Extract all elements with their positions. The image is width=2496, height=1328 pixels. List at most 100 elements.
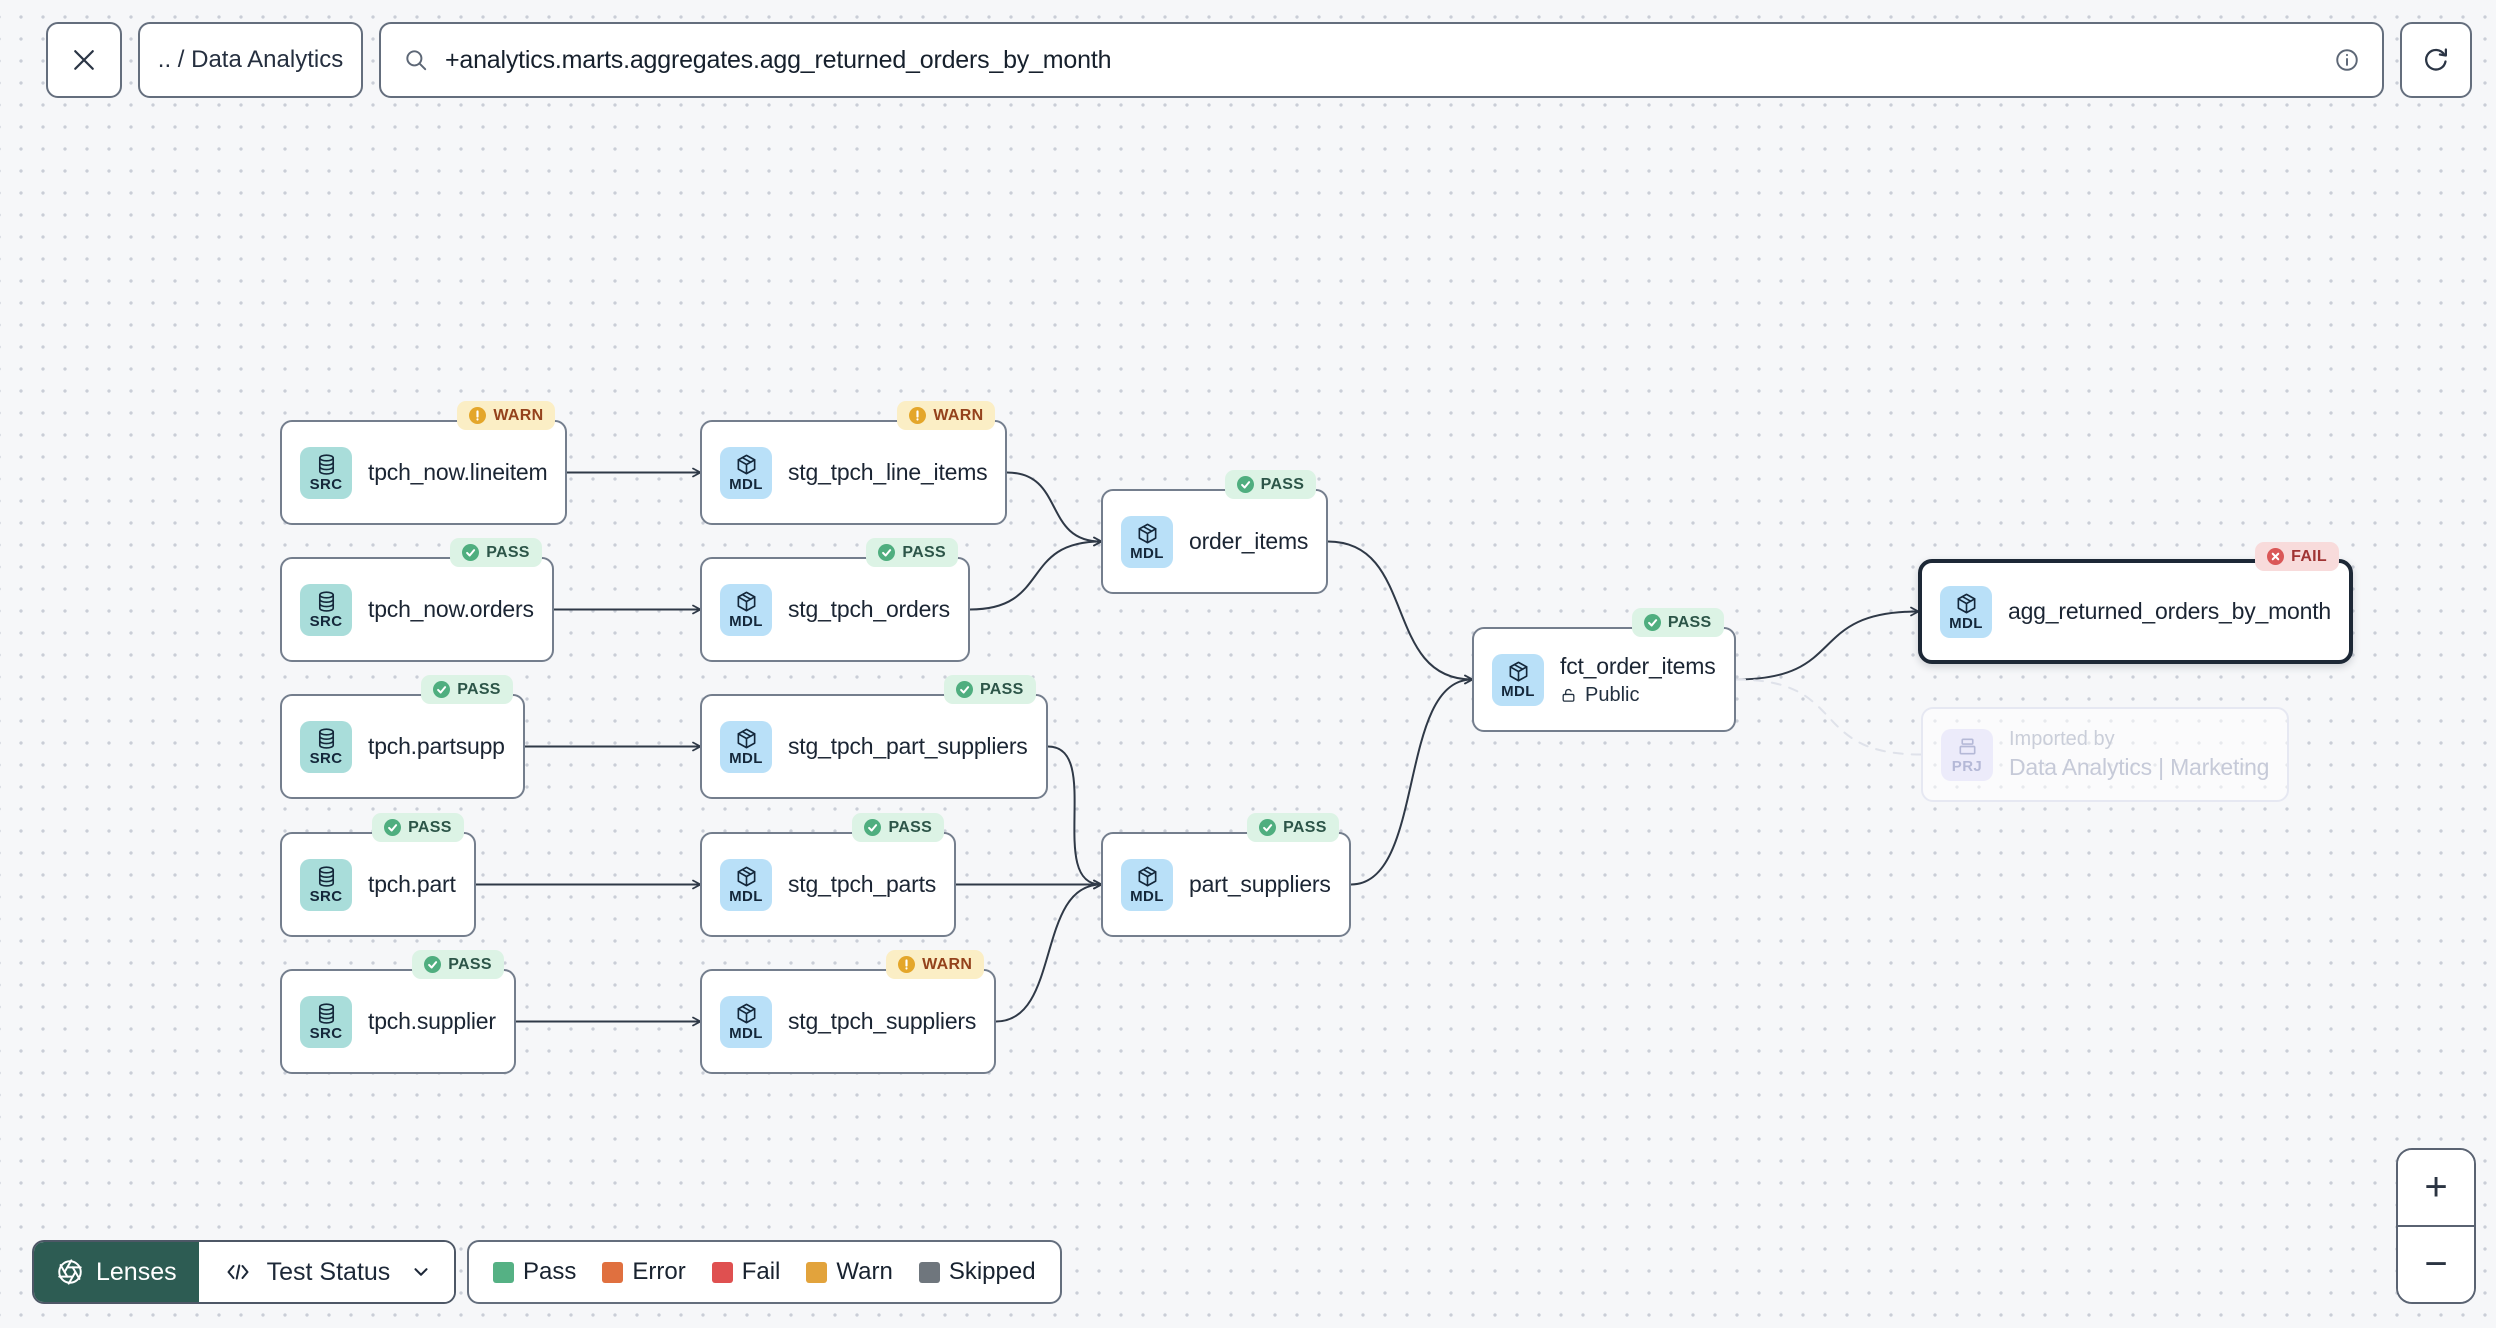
search-input[interactable] <box>445 45 2318 75</box>
node-kind-label: SRC <box>309 1025 343 1042</box>
lenses-button[interactable]: Lenses <box>34 1242 199 1302</box>
status-badge-pass: PASS <box>372 813 464 842</box>
legend-label: Warn <box>836 1258 893 1285</box>
database-icon <box>318 1003 334 1024</box>
status-badge-warn: WARN <box>886 950 985 979</box>
status-badge-label: WARN <box>922 955 973 973</box>
edge-fct_order_items-to-imported_by_project <box>1735 678 1922 756</box>
aperture-icon <box>58 1259 82 1285</box>
node-title: tpch.supplier <box>368 1008 496 1034</box>
refresh-icon <box>2425 48 2447 71</box>
close-button[interactable] <box>46 22 122 98</box>
node-title: tpch_now.lineitem <box>368 459 548 485</box>
node-kind-chip-mdl: MDL <box>1121 858 1173 911</box>
info-icon[interactable] <box>2334 47 2360 73</box>
edge-fct_order_items-to-agg_returned_orders_by_month <box>1735 606 1920 681</box>
edge-order_items-to-fct_order_items <box>1327 540 1474 685</box>
search-bar[interactable] <box>379 22 2384 98</box>
graph-node-order_items[interactable]: PASS MDL order_items <box>1101 470 1329 594</box>
status-badge-pass: PASS <box>412 950 504 979</box>
node-text: stg_tpch_orders <box>788 596 950 623</box>
node-kind-chip-mdl: MDL <box>720 583 772 636</box>
status-badge-label: PASS <box>1283 818 1327 836</box>
edge-part_suppliers-to-fct_order_items <box>1350 674 1474 886</box>
cube-icon <box>1138 866 1156 887</box>
legend-item-fail: Fail <box>711 1258 780 1286</box>
node-kind-label: MDL <box>729 1025 763 1042</box>
breadcrumb-label: .. / Data Analytics <box>157 46 344 73</box>
zoom-out-button[interactable]: − <box>2398 1227 2474 1302</box>
breadcrumb[interactable]: .. / Data Analytics <box>138 22 363 98</box>
node-title: stg_tpch_suppliers <box>788 1008 977 1034</box>
edge-stg_tpch_orders-to-order_items <box>969 536 1103 611</box>
node-title: stg_tpch_parts <box>788 871 937 897</box>
legend-label: Skipped <box>948 1258 1036 1285</box>
zoom-controls: + − <box>2396 1148 2476 1304</box>
graph-node-part_suppliers[interactable]: PASS MDL part_suppliers <box>1101 813 1351 937</box>
check-icon <box>462 544 480 561</box>
legend-color-swatch <box>806 1261 828 1283</box>
node-kind-chip-mdl: MDL <box>1940 585 1992 638</box>
refresh-button[interactable] <box>2400 22 2472 98</box>
status-badge-label: FAIL <box>2291 547 2328 565</box>
node-text: tpch.part <box>368 871 456 898</box>
search-icon <box>406 50 427 71</box>
node-kind-label: MDL <box>729 613 763 630</box>
graph-node-tpch_partsupp[interactable]: PASS SRC tpch.partsupp <box>280 675 525 799</box>
close-icon <box>74 50 94 70</box>
graph-node-stg_tpch_line_items[interactable]: WARN MDL stg_tpch_line_items <box>700 401 1008 525</box>
chevron-down-icon <box>414 1268 428 1276</box>
node-kind-chip-mdl: MDL <box>720 446 772 499</box>
check-icon <box>424 956 442 973</box>
lock-open-icon <box>1562 688 1575 702</box>
warning-icon <box>909 407 927 424</box>
node-kind-label: MDL <box>729 750 763 767</box>
node-text: order_items <box>1189 528 1308 555</box>
database-icon <box>318 866 334 887</box>
node-kind-chip-mdl: MDL <box>720 858 772 911</box>
status-badge-label: PASS <box>1260 475 1305 493</box>
node-kind-label: SRC <box>309 750 343 767</box>
zoom-in-button[interactable]: + <box>2398 1150 2474 1227</box>
database-icon <box>318 454 334 475</box>
status-badge-warn: WARN <box>897 401 996 430</box>
graph-node-tpch_supplier[interactable]: PASS SRC tpch.supplier <box>280 950 516 1074</box>
node-title: order_items <box>1189 528 1309 554</box>
lens-selector-dropdown[interactable]: Test Status <box>198 1242 455 1302</box>
graph-node-tpch_part[interactable]: PASS SRC tpch.part <box>280 813 476 937</box>
node-title: Data Analytics | Marketing <box>2009 754 2270 780</box>
warning-icon <box>898 956 916 973</box>
cube-icon <box>737 454 755 475</box>
graph-node-stg_tpch_suppliers[interactable]: WARN MDL stg_tpch_suppliers <box>700 950 997 1074</box>
node-text: tpch.partsupp <box>368 733 505 760</box>
node-kind-chip-mdl: MDL <box>1121 515 1173 568</box>
status-badge-pass: PASS <box>421 675 513 704</box>
database-icon <box>318 591 334 612</box>
node-text: part_suppliers <box>1189 871 1331 898</box>
node-kind-label: SRC <box>309 888 343 905</box>
status-badge-label: PASS <box>457 680 501 698</box>
node-visibility-label: Public <box>1585 683 1640 706</box>
node-kind-label: MDL <box>729 888 763 905</box>
warning-icon <box>469 407 487 424</box>
node-kind-label: MDL <box>729 476 763 493</box>
check-icon <box>384 819 402 836</box>
node-kind-chip-mdl: MDL <box>720 720 772 773</box>
status-badge-pass: PASS <box>1247 813 1339 842</box>
lenses-label: Lenses <box>96 1257 177 1286</box>
check-icon <box>433 681 451 698</box>
node-text: stg_tpch_line_items <box>788 459 988 486</box>
node-title: part_suppliers <box>1189 871 1331 897</box>
status-badge-pass: PASS <box>1224 470 1317 499</box>
